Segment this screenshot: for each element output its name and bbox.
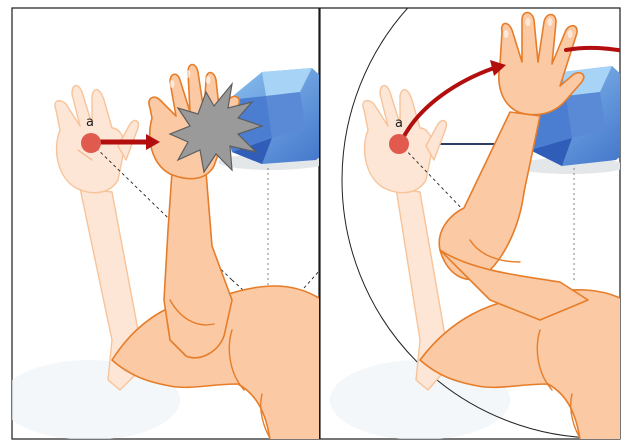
point-a-marker bbox=[389, 134, 409, 154]
point-a-label: a bbox=[86, 115, 94, 130]
left-panel: a bbox=[0, 8, 340, 440]
right-panel: a bbox=[320, 0, 632, 440]
point-a-label: a bbox=[395, 116, 403, 131]
point-a-marker bbox=[81, 133, 101, 153]
